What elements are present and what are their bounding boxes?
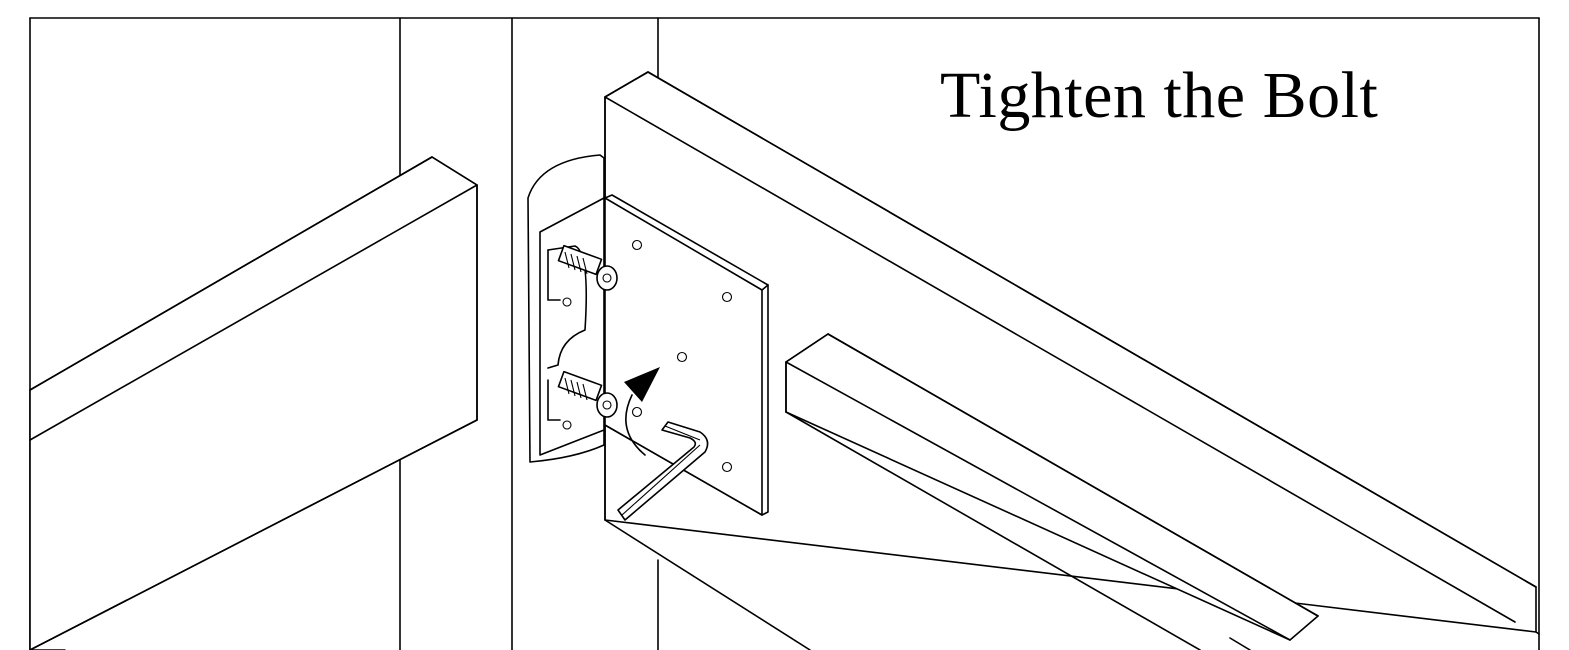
left-rail — [29, 156, 478, 650]
right-rail — [604, 71, 1540, 650]
mounting-plate — [604, 194, 769, 516]
back-bracket — [527, 154, 605, 463]
page-title: Tighten the Bolt — [940, 59, 1379, 132]
rotation-arrow-icon — [624, 367, 660, 456]
inner-rail — [785, 333, 1319, 650]
allen-key-icon — [617, 421, 709, 521]
bolt-icon — [557, 244, 618, 291]
bolt-icon-lower — [557, 370, 618, 418]
